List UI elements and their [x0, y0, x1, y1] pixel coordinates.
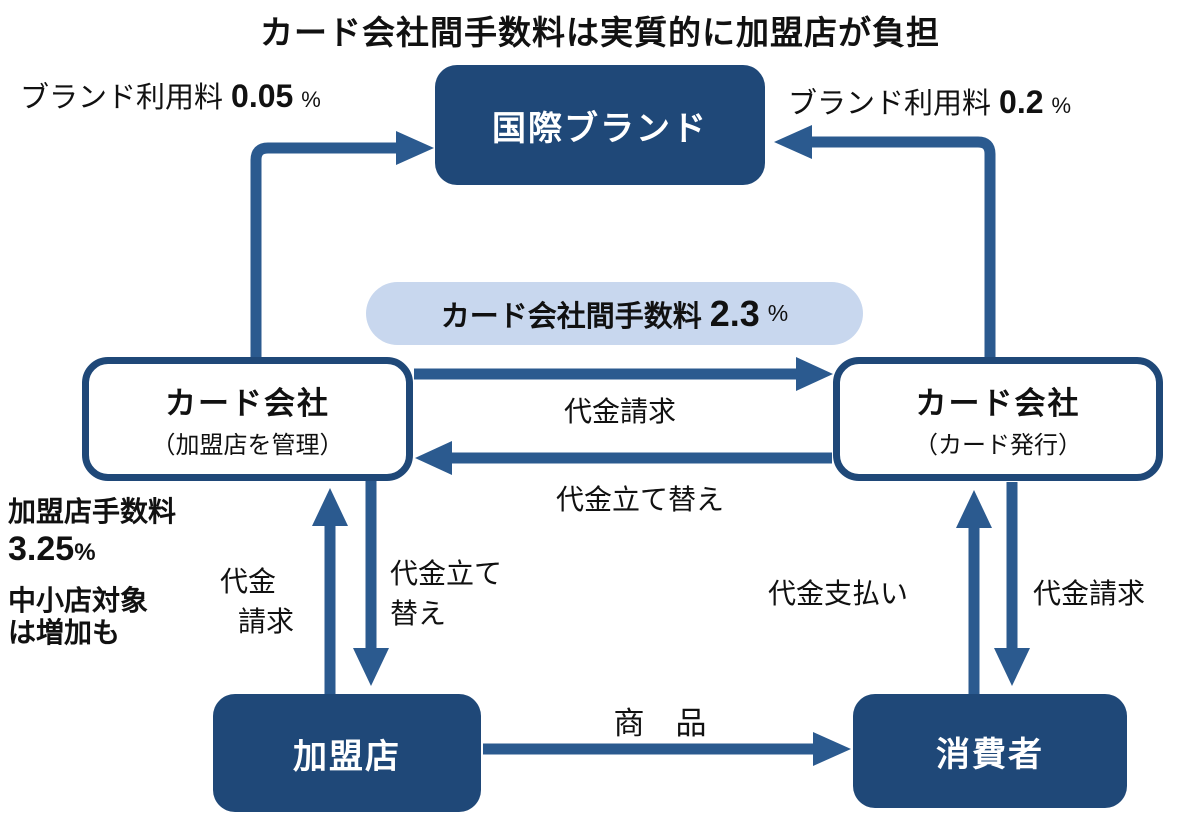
- charge-between-label: 代金請求: [563, 396, 676, 427]
- merchant-fee-unit: %: [74, 539, 96, 567]
- node-international-brand: 国際ブランド: [435, 65, 765, 185]
- interchange-fee-pill: カード会社間手数料 2.3 %: [366, 282, 863, 345]
- card-company-acquirer-label: カード会社: [165, 386, 330, 421]
- merchant-fee-value: 3.25: [8, 530, 75, 569]
- consumer-label: 消費者: [936, 735, 1044, 774]
- merchant-advance-line2: 替え: [390, 598, 447, 629]
- arrowhead-merchant-advance: [353, 648, 389, 686]
- diagram-title: カード会社間手数料は実質的に加盟店が負担: [260, 14, 940, 51]
- reimburse-between-label: 代金立て替え: [555, 484, 724, 515]
- merchant-advance-line1: 代金立て: [390, 558, 503, 589]
- brand-fee-right-value: 0.2: [999, 84, 1044, 120]
- arrowhead-consumer-payment: [956, 490, 992, 528]
- arrow-brand-fee-left-line: [250, 142, 398, 357]
- arrow-brand-fee-right-line: [810, 136, 996, 357]
- international-brand-label: 国際ブランド: [492, 109, 708, 148]
- brand-fee-left-text: ブランド利用料: [20, 82, 224, 114]
- merchant-charge-line2: 請求: [238, 606, 295, 637]
- interchange-fee-value: 2.3: [709, 292, 760, 334]
- node-consumer: 消費者: [853, 694, 1127, 808]
- arrowhead-charge-between: [796, 357, 833, 391]
- brand-fee-right-label: ブランド利用料 0.2 %: [788, 80, 1071, 122]
- node-card-company-issuer: カード会社 （カード発行）: [833, 357, 1163, 481]
- interchange-fee-unit: %: [767, 300, 789, 326]
- merchant-fee-block: 加盟店手数料 3.25% 中小店対象 は増加も: [8, 496, 176, 650]
- interchange-fee-label: カード会社間手数料: [440, 300, 702, 333]
- merchant-fee-note-1: 中小店対象: [8, 585, 149, 617]
- card-company-issuer-sub: （カード発行）: [914, 432, 1082, 459]
- brand-fee-left-unit: %: [301, 87, 321, 112]
- merchant-advance-label: 代金立て 替え: [390, 552, 502, 632]
- arrowhead-merchant-charge: [312, 488, 348, 526]
- node-merchant: 加盟店: [213, 694, 481, 812]
- arrowhead-goods: [813, 732, 851, 766]
- consumer-payment-label: 代金支払い: [768, 578, 909, 609]
- arrowhead-consumer-billing: [994, 648, 1030, 686]
- arrowhead-brand-fee-right: [774, 125, 812, 159]
- merchant-label: 加盟店: [293, 737, 401, 776]
- card-company-issuer-label: カード会社: [915, 386, 1081, 421]
- brand-fee-left-label: ブランド利用料 0.05 %: [20, 74, 321, 116]
- goods-label: 商 品: [613, 706, 707, 741]
- node-card-company-acquirer: カード会社 （加盟店を管理）: [82, 357, 413, 481]
- brand-fee-right-text: ブランド利用料: [788, 88, 992, 120]
- merchant-fee-label: 加盟店手数料: [8, 496, 177, 527]
- card-company-acquirer-sub: （加盟店を管理）: [151, 432, 344, 459]
- consumer-billing-label: 代金請求: [1033, 578, 1146, 609]
- arrowhead-brand-fee-left: [396, 131, 434, 165]
- arrowhead-reimburse-between: [415, 441, 452, 475]
- merchant-fee-note-2: は増加も: [8, 617, 121, 649]
- brand-fee-right-unit: %: [1051, 93, 1072, 118]
- merchant-charge-label: 代金 請求: [220, 560, 294, 640]
- brand-fee-left-value: 0.05: [231, 78, 294, 114]
- merchant-charge-line1: 代金: [220, 566, 277, 597]
